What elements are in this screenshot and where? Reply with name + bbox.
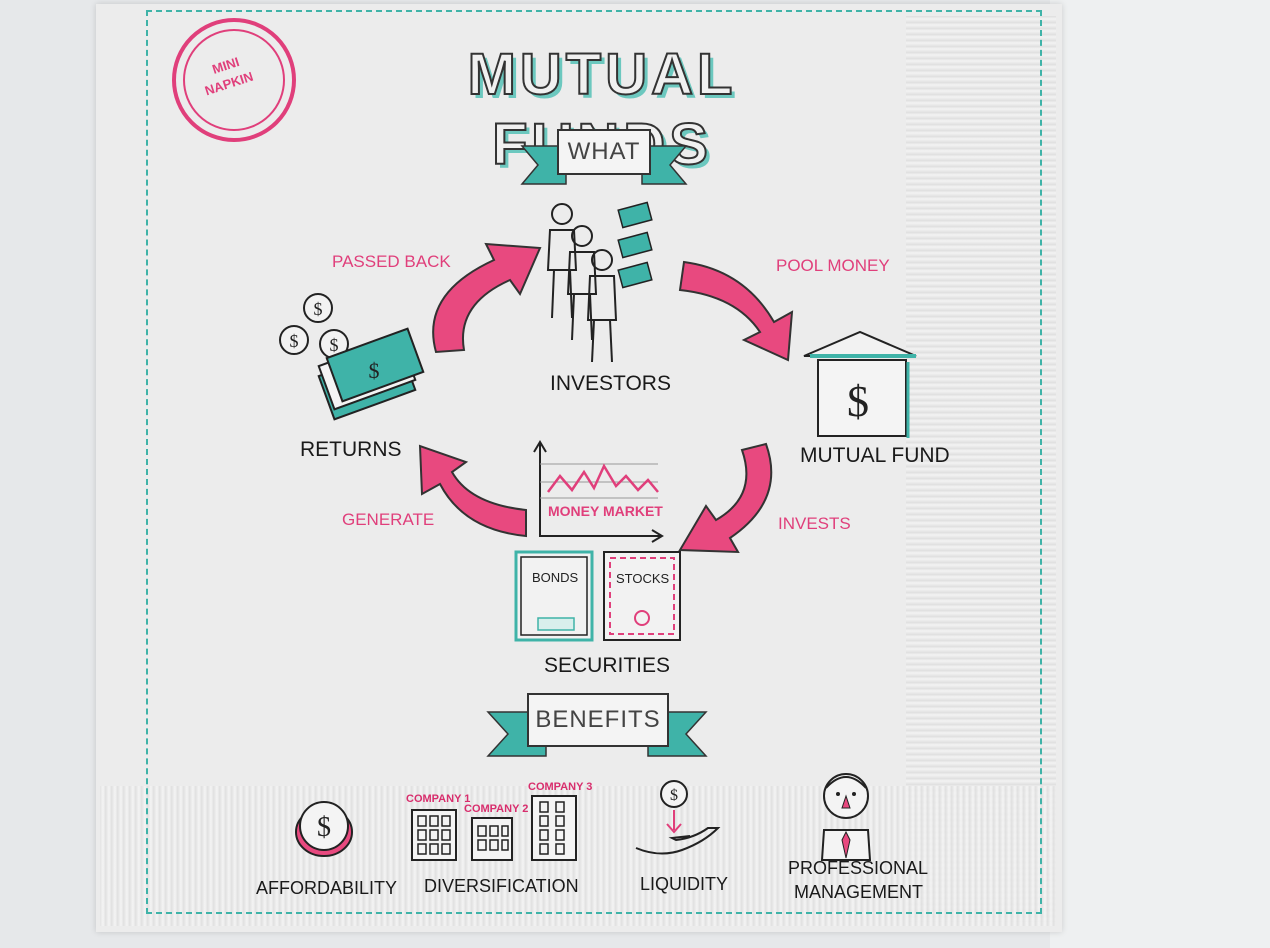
benefit-label-affordability: AFFORDABILITY <box>256 878 398 898</box>
company-3-label: COMPANY 3 <box>528 781 593 793</box>
svg-text:$: $ <box>317 812 331 843</box>
company-2-label: COMPANY 2 <box>464 803 529 815</box>
page-title: MUTUAL FUNDS <box>467 41 737 178</box>
bonds-label: BONDS <box>532 570 579 585</box>
money-stack-icon: $ $ $ $ <box>279 293 425 421</box>
line-chart-icon <box>533 440 664 543</box>
manager-icon <box>820 773 872 861</box>
benefit-label-professional: PROFESSIONAL <box>788 858 929 878</box>
bank-building-icon: $ <box>803 330 917 438</box>
arrow-invests <box>678 442 773 554</box>
svg-text:$: $ <box>670 787 678 804</box>
arrow-pool-money <box>678 260 794 362</box>
napkin-emboss-bottom <box>100 786 1056 926</box>
dollar-coin-icon: $ <box>295 801 353 857</box>
svg-text:$: $ <box>314 299 323 319</box>
company-1-label: COMPANY 1 <box>406 793 471 805</box>
money-market-label: MONEY MARKET <box>548 503 663 519</box>
svg-text:$: $ <box>369 358 380 383</box>
arrow-passed-back <box>432 242 542 354</box>
returns-label: RETURNS <box>300 438 402 461</box>
flow-label-passed-back: PASSED BACK <box>332 252 451 271</box>
benefits-banner-label: BENEFITS <box>535 706 661 733</box>
bonds-document-icon <box>514 550 594 642</box>
securities-label: SECURITIES <box>544 654 671 677</box>
stocks-label: STOCKS <box>616 571 670 586</box>
investors-label: INVESTORS <box>550 372 671 395</box>
napkin-emboss-right <box>906 16 1056 922</box>
benefit-label-management: MANAGEMENT <box>794 882 924 902</box>
benefits-banner <box>486 693 708 757</box>
what-banner-label: WHAT <box>567 138 641 165</box>
background-paper <box>1050 0 1270 948</box>
benefit-label-diversification: DIVERSIFICATION <box>424 876 579 896</box>
what-banner <box>520 129 688 185</box>
flow-label-invests: INVESTS <box>778 514 851 533</box>
investors-group-icon <box>546 201 653 363</box>
mini-napkin-stamp <box>172 18 296 142</box>
building-icon <box>411 795 577 861</box>
dashed-border <box>146 10 1042 914</box>
benefit-label-liquidity: LIQUIDITY <box>640 874 729 894</box>
mutual-fund-label: MUTUAL FUND <box>800 444 950 467</box>
svg-text:$: $ <box>330 335 339 355</box>
svg-text:$: $ <box>290 331 299 351</box>
arrow-generate <box>418 444 527 538</box>
hand-coin-icon: $ <box>635 780 721 855</box>
flow-label-generate: GENERATE <box>342 510 435 529</box>
stocks-document-icon <box>603 551 681 641</box>
svg-text:$: $ <box>847 377 869 426</box>
flow-label-pool-money: POOL MONEY <box>776 256 890 275</box>
